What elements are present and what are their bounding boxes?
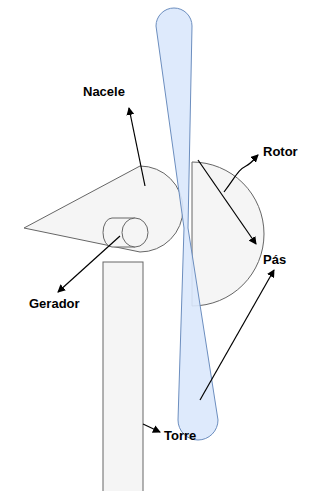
blades (156, 8, 218, 440)
leader-arrow (224, 155, 258, 192)
tower (103, 262, 143, 491)
leader-arrow (143, 424, 160, 432)
part-label: Pás (262, 252, 287, 267)
leader-arrow (198, 160, 256, 244)
rotor-hub (192, 162, 264, 306)
leader-arrow (129, 108, 145, 186)
part-label: Nacele (82, 84, 126, 99)
part-label: Rotor (262, 144, 299, 159)
generator-face (122, 218, 148, 247)
leader-arrow (200, 270, 274, 400)
nacelle (24, 166, 183, 252)
part-label: Torre (163, 428, 197, 443)
part-label: Gerador (28, 296, 81, 311)
leader-arrow (58, 236, 120, 292)
